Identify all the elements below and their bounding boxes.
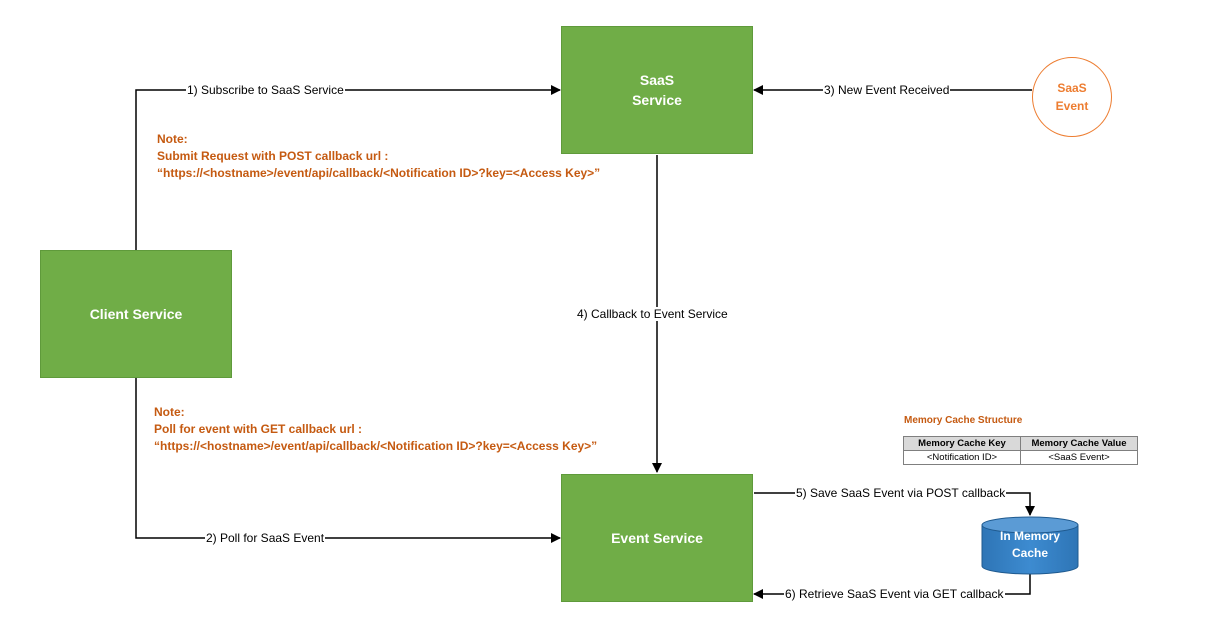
get-note-title: Note: — [154, 405, 185, 419]
post-callback-note: Note: Submit Request with POST callback … — [157, 131, 600, 182]
client-service-label: Client Service — [89, 306, 183, 322]
get-callback-note: Note: Poll for event with GET callback u… — [154, 404, 597, 455]
saas-service-box: SaaS Service — [561, 26, 753, 154]
memory-cache-value-header: Memory Cache Value — [1020, 436, 1138, 451]
post-note-title: Note: — [157, 132, 188, 146]
get-note-url: “https://<hostname>/event/api/callback/<… — [154, 439, 598, 453]
poll-connector — [135, 378, 561, 543]
in-memory-cache-label: In Memory Cache — [999, 529, 1060, 560]
memory-cache-key-cell: <Notification ID> — [903, 450, 1021, 465]
memory-cache-key-header: Memory Cache Key — [903, 436, 1021, 451]
save-edge-label: 5) Save SaaS Event via POST callback — [795, 486, 1007, 500]
retrieve-edge-label: 6) Retrieve SaaS Event via GET callback — [784, 587, 1005, 601]
subscribe-edge-label: 1) Subscribe to SaaS Service — [186, 83, 345, 97]
memory-cache-structure-title: Memory Cache Structure — [904, 415, 1023, 426]
poll-edge-label: 2) Poll for SaaS Event — [205, 531, 326, 545]
post-note-url: “https://<hostname>/event/api/callback/<… — [157, 166, 601, 180]
event-service-box: Event Service — [561, 474, 753, 602]
get-note-line1: Poll for event with GET callback url : — [154, 422, 363, 436]
memory-cache-table: Memory Cache Key Memory Cache Value <Not… — [903, 436, 1138, 465]
memory-cache-header-row: Memory Cache Key Memory Cache Value — [903, 436, 1138, 451]
callback-edge-label: 4) Callback to Event Service — [576, 307, 729, 321]
post-note-line1: Submit Request with POST callback url : — [157, 149, 389, 163]
memory-cache-value-cell: <SaaS Event> — [1020, 450, 1138, 465]
saas-event-label: SaaS Event — [1055, 81, 1089, 113]
event-service-label: Event Service — [611, 530, 703, 546]
client-service-box: Client Service — [40, 250, 232, 378]
subscribe-connector — [135, 85, 561, 250]
new-event-edge-label: 3) New Event Received — [823, 83, 951, 97]
in-memory-cache-cylinder — [981, 516, 1079, 575]
saas-service-label: SaaS Service — [632, 72, 682, 108]
memory-cache-row: <Notification ID> <SaaS Event> — [903, 450, 1138, 465]
saas-event-node: SaaS Event — [1032, 57, 1112, 137]
